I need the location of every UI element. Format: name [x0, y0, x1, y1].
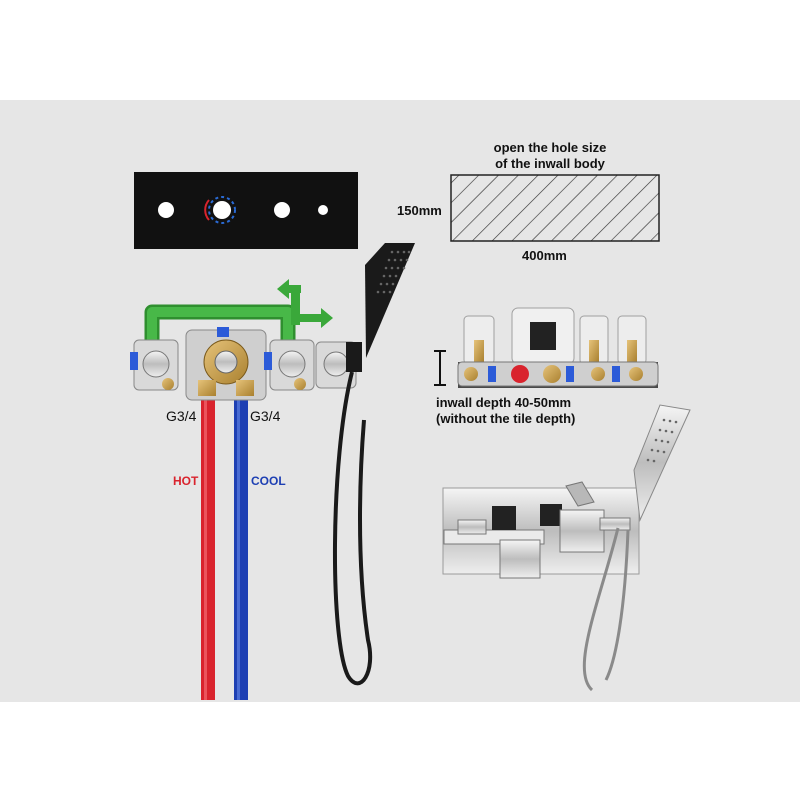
- cover-plate: [134, 172, 358, 249]
- left-thread-label: G3/4: [166, 408, 197, 424]
- inwall-depth-label: inwall depth 40-50mm: [436, 395, 572, 410]
- hole-size-title: open the hole size of the inwall body: [470, 140, 630, 172]
- thermostatic-valve-body: [185, 327, 267, 401]
- depth-dimension-icon: [434, 350, 446, 386]
- cold-supply-pipe: [234, 398, 248, 700]
- chrome-wall-set: [442, 481, 640, 579]
- valve-body-left: [130, 339, 179, 391]
- valve-body-middle: [264, 339, 315, 391]
- hot-supply-pipe: [201, 398, 215, 700]
- hole-width-label: 400mm: [522, 248, 567, 263]
- hand-shower-chrome: [582, 404, 691, 692]
- connection-pipe: [144, 304, 296, 344]
- hand-shower-black: [333, 243, 415, 686]
- hole-size-title-line2: of the inwall body: [495, 156, 605, 171]
- flow-arrows-icon: [277, 279, 333, 328]
- hole-height-label: 150mm: [397, 203, 442, 218]
- hole-size-diagram: [450, 174, 660, 242]
- hole-size-title-line1: open the hole size: [493, 140, 607, 155]
- right-thread-label: G3/4: [250, 408, 281, 424]
- tile-depth-note: (without the tile depth): [436, 411, 576, 426]
- inwall-bodies: [457, 307, 659, 388]
- hot-label: HOT: [173, 474, 199, 488]
- cool-label: COOL: [251, 474, 286, 488]
- background-panel: [0, 100, 800, 702]
